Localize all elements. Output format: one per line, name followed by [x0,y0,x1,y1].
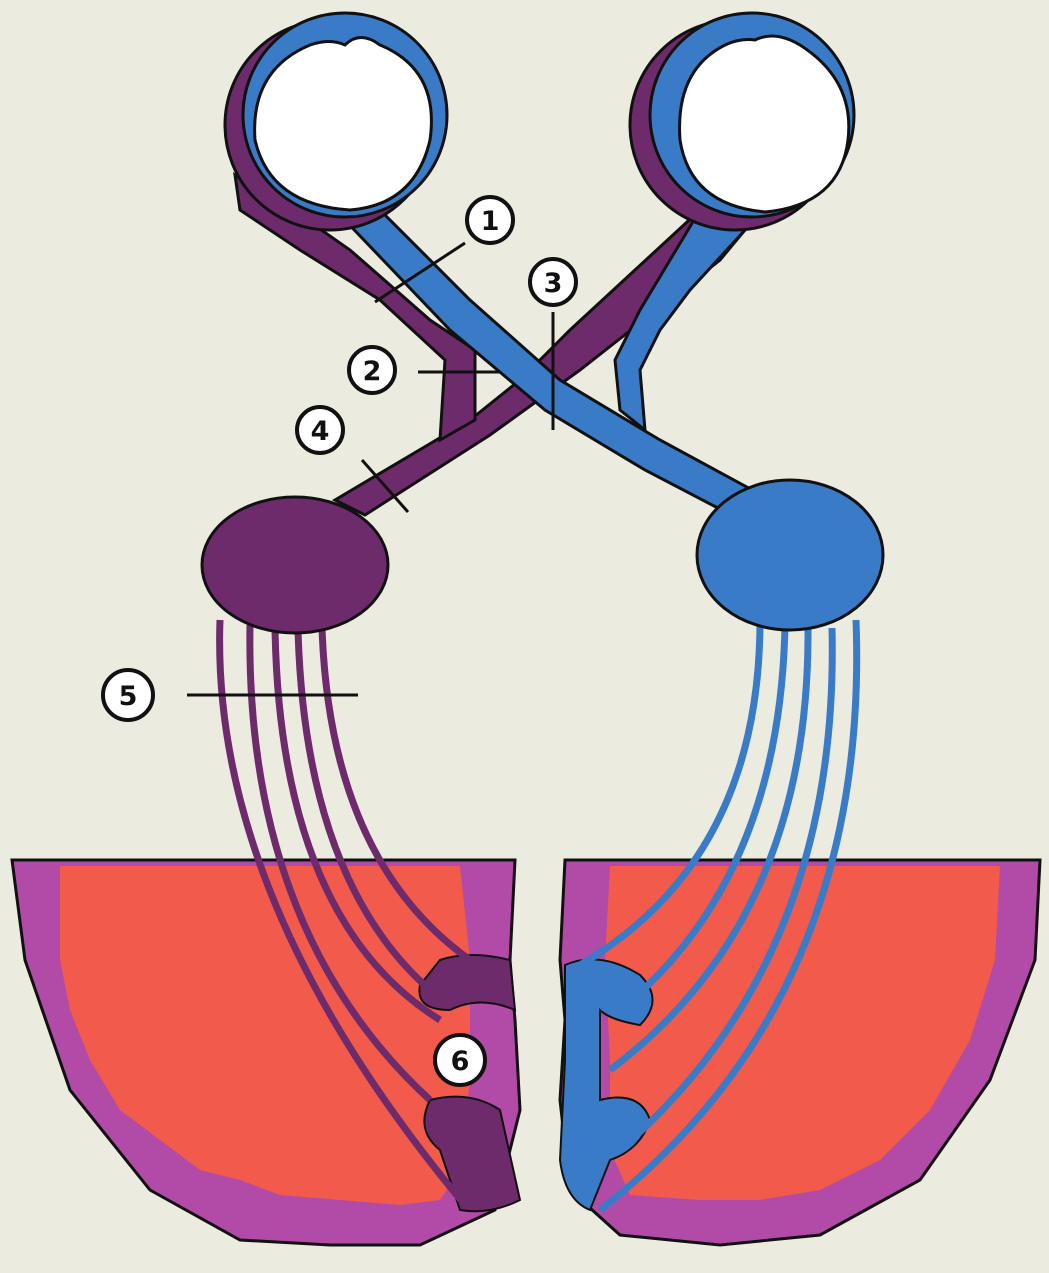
left-lateral-geniculate-nucleus [202,497,388,633]
right-eye [630,13,854,230]
left-eye-interior [255,38,432,211]
label-number: 6 [451,1046,470,1077]
label-number: 4 [311,416,330,447]
label-3: 3 [530,259,576,305]
lesion-markers [187,243,553,695]
label-number: 3 [544,268,563,299]
label-1: 1 [467,197,513,243]
right-nerve-temporal [615,210,745,430]
label-number: 2 [363,356,382,387]
occipital-cortex [12,860,1040,1245]
label-2: 2 [349,347,395,393]
label-5: 5 [103,670,153,720]
label-6: 6 [435,1035,485,1085]
right-lateral-geniculate-nucleus [697,480,883,630]
label-number: 5 [119,681,138,712]
label-number: 1 [481,206,500,237]
left-eye [225,13,447,230]
right-eye-interior [680,36,849,212]
label-4: 4 [297,407,343,453]
